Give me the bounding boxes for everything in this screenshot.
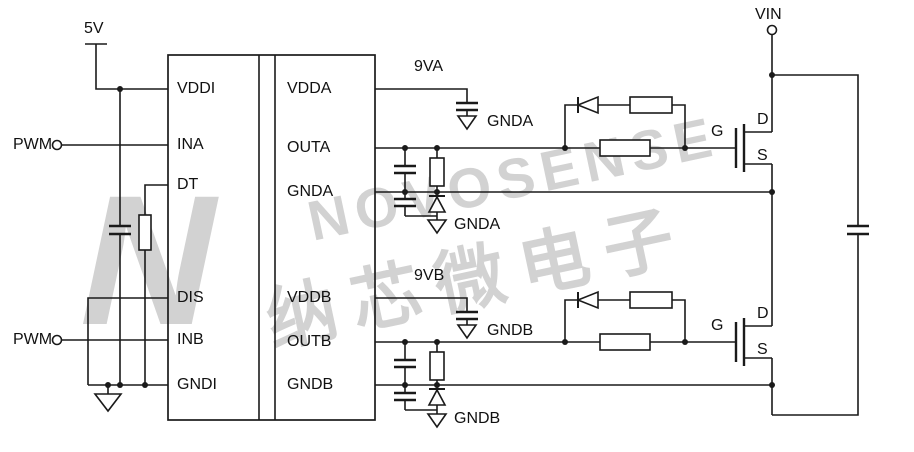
wires [61,34,859,416]
junction-dots [105,72,775,388]
gnda-bypass-ground-icon [456,115,478,131]
gndi-ground-icon [93,393,123,413]
terminals [51,24,778,346]
pin-gnda-label: GNDA [287,183,334,200]
capacitors [109,101,869,402]
rail-9vb-label: 9VB [414,267,445,284]
gndb-bypass-label: GNDB [487,322,534,339]
pin-outb-label: OUTB [287,333,332,350]
gndb-local-ground-icon [426,413,448,429]
drain-a-label: D [757,111,769,128]
source-a-label: S [757,147,768,164]
bleed-resistor-b [429,351,445,381]
mosfet-b [734,318,746,366]
bleed-resistor-a [429,157,445,187]
ic-body [167,54,376,421]
dead-time-resistor [138,214,152,251]
gate-resistor-a [599,139,651,157]
clamp-diode-a [427,195,447,213]
vin-terminal-icon [766,24,778,36]
turnoff-diode-a [575,95,599,115]
gnda-bypass-label: GNDA [487,113,534,130]
pin-outa-label: OUTA [287,139,331,156]
vin-label: VIN [755,6,782,23]
pwm-b-terminal-icon [51,334,63,346]
turnoff-resistor-b [629,291,673,309]
pin-dt-label: DT [177,176,199,193]
drain-b-label: D [757,305,769,322]
turnoff-diode-b [575,290,599,310]
supply-5v-label: 5V [84,20,104,37]
pin-gndi-label: GNDI [177,376,217,393]
pin-ina-label: INA [177,136,204,153]
rail-9va-label: 9VA [414,58,444,75]
pwm-b-label: PWM [13,331,53,348]
gate-a-label: G [711,123,724,140]
gate-driver-ic-outline [167,54,376,421]
turnoff-resistor-a [629,96,673,114]
isolation-barrier [258,55,276,420]
pin-vdda-label: VDDA [287,80,332,97]
pin-vddb-label: VDDB [287,289,332,306]
gate-resistor-b [599,333,651,351]
gndb-bypass-ground-icon [456,324,478,340]
gnda-local-ground-icon [426,219,448,235]
mosfet-a [734,124,746,172]
pwm-a-label: PWM [13,136,53,153]
pwm-a-terminal-icon [51,139,63,151]
resistors [138,96,673,381]
clamp-diode-b [427,388,447,406]
pin-dis-label: DIS [177,289,204,306]
source-b-label: S [757,341,768,358]
gnda-local-label: GNDA [454,216,501,233]
pin-gndb-label: GNDB [287,376,334,393]
pin-inb-label: INB [177,331,204,348]
pin-vddi-label: VDDI [177,80,216,97]
gndb-local-label: GNDB [454,410,501,427]
gate-b-label: G [711,317,724,334]
ground-symbols [93,115,478,429]
diodes [427,95,599,406]
